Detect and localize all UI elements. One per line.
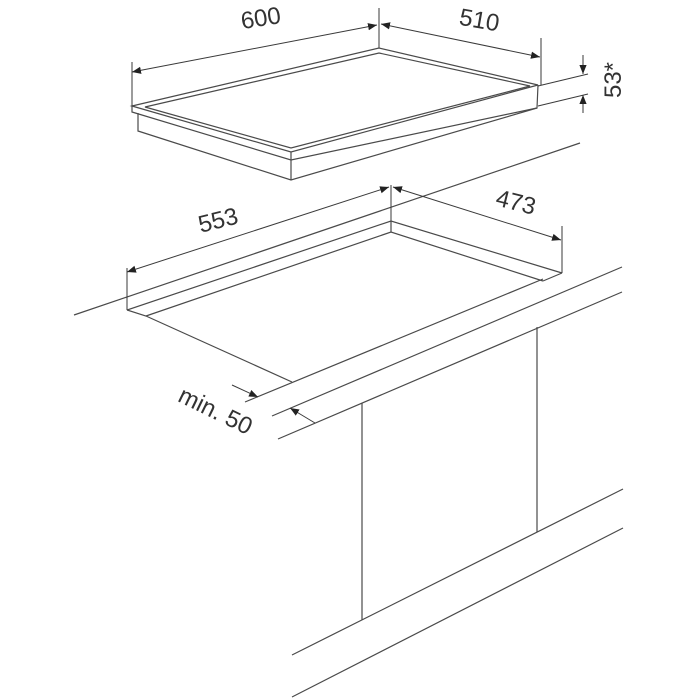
countertop-front-top-edge	[271, 266, 623, 417]
countertop	[73, 142, 623, 440]
cutout-left-edge	[126, 309, 293, 383]
cabinet-base-bottom	[291, 527, 624, 698]
hob-dimensions: 600 510 53*	[131, 2, 627, 113]
cutout-front-edge	[244, 278, 544, 403]
hob-body	[137, 107, 538, 181]
hob-height-label: 53*	[600, 62, 627, 98]
hob-width-label: 600	[239, 2, 283, 35]
cutout-width-553-dimension-line	[126, 186, 390, 273]
countertop-back-edge	[73, 142, 581, 316]
cutout-width-label: 553	[195, 203, 240, 239]
hob	[129, 47, 539, 181]
cabinet-base-top	[291, 488, 624, 656]
cabinet	[291, 327, 624, 698]
depth-510-dimension-line	[380, 22, 541, 59]
cutout-depth-473-dimension-line	[392, 186, 562, 241]
hob-depth-label: 510	[457, 4, 501, 38]
countertop-front-bottom-edge	[277, 291, 623, 440]
cutout-depth-label: 473	[493, 185, 538, 221]
width-600-dimension-line	[131, 23, 378, 74]
